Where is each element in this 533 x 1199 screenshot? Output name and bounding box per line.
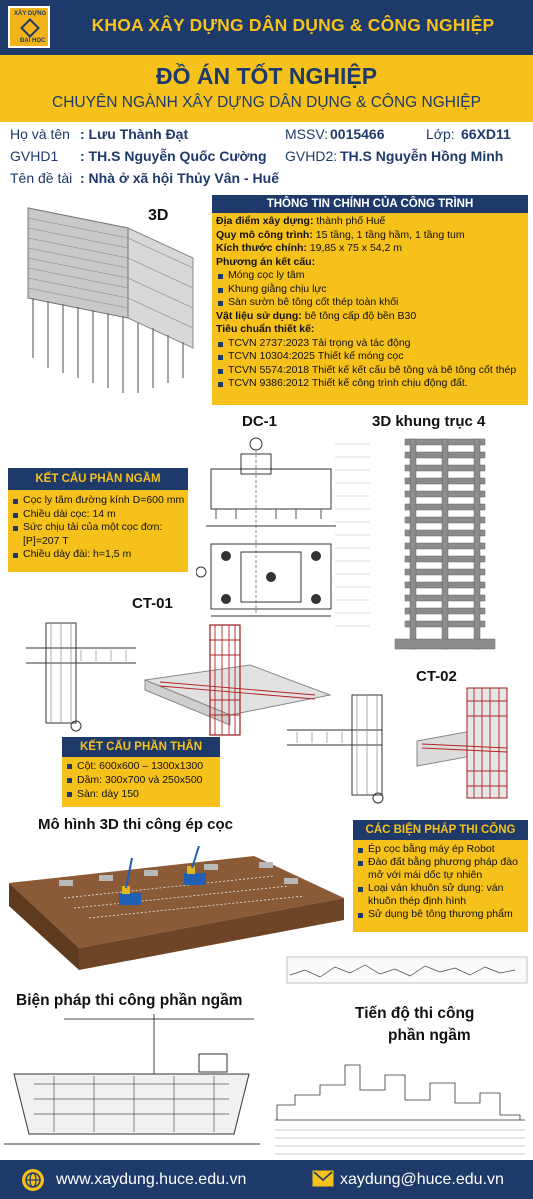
mssv-label: MSSV: bbox=[285, 126, 329, 142]
standard-item: TCVN 5574:2018 Thiết kế kết cấu bê tông … bbox=[216, 364, 524, 378]
topic-label: Tên đề tài bbox=[10, 170, 73, 186]
substructure-item: Cọc ly tâm đường kính D=600 mm bbox=[11, 494, 185, 508]
structure-item: Khung giằng chịu lực bbox=[216, 283, 524, 297]
class-value: 66XD11 bbox=[461, 126, 511, 142]
substructure-item: Sức chịu tải của một cọc đơn: [P]=207 T bbox=[11, 521, 185, 548]
caption-frame: 3D khung trục 4 bbox=[372, 413, 486, 430]
structure-label: Phương án kết cấu: bbox=[216, 255, 316, 268]
standards-label: Tiêu chuẩn thiết kế: bbox=[216, 323, 315, 335]
caption-schedule-line1: Tiến độ thi công bbox=[355, 1005, 475, 1022]
logo-text: XÂY DỰNG bbox=[14, 11, 47, 17]
method-item: Đào đất bằng phương pháp đào mở với mái … bbox=[356, 856, 525, 882]
faculty-title: KHOA XÂY DỰNG DÂN DỤNG & CÔNG NGHIỆP bbox=[91, 15, 495, 35]
caption-ct02: CT-02 bbox=[416, 668, 457, 685]
class-label: Lớp: bbox=[426, 126, 455, 142]
caption-pile-model: Mô hình 3D thi công ép cọc bbox=[38, 816, 233, 833]
main-info-title: THÔNG TIN CHÍNH CỦA CÔNG TRÌNH bbox=[212, 195, 528, 213]
scale-label: Quy mô công trình: bbox=[216, 228, 313, 241]
ct02-3d-drawing bbox=[412, 686, 530, 806]
superstructure-item: Dầm: 300x700 và 250x500 bbox=[65, 773, 217, 787]
gvhd2-value: TH.S Nguyễn Hồng Minh bbox=[340, 148, 504, 164]
project-subtitle: CHUYÊN NGÀNH XÂY DỰNG DÂN DỤNG & CÔNG NG… bbox=[52, 94, 481, 111]
header-bar bbox=[0, 0, 533, 55]
mail-icon bbox=[312, 1170, 334, 1188]
structure-item: Móng cọc ly tâm bbox=[216, 269, 524, 283]
caption-schedule-line2: phần ngầm bbox=[388, 1027, 471, 1044]
size-value: 19,85 x 75 x 54,2 m bbox=[306, 242, 403, 254]
name-label: Họ và tên bbox=[10, 126, 70, 142]
project-title: ĐỒ ÁN TỐT NGHIỆP bbox=[155, 63, 378, 89]
building-3d-image bbox=[8, 198, 208, 403]
caption-ct01: CT-01 bbox=[132, 595, 173, 612]
gvhd2-label: GVHD2: bbox=[285, 148, 338, 164]
topic-value: : Nhà ở xã hội Thủy Vân - Huế bbox=[80, 170, 279, 186]
material-label: Vật liệu sử dụng: bbox=[216, 309, 302, 322]
method-item: Ép cọc bằng máy ép Robot bbox=[356, 843, 525, 856]
globe-icon bbox=[22, 1169, 44, 1191]
gvhd1-value: : TH.S Nguyễn Quốc Cường bbox=[80, 148, 267, 164]
location-label: Địa điểm xây dựng: bbox=[216, 215, 314, 227]
superstructure-box: Cột: 600x600 – 1300x1300 Dầm: 300x700 và… bbox=[62, 757, 220, 807]
main-info-box: Địa điểm xây dựng: thành phố Huế Quy mô … bbox=[212, 213, 528, 405]
gvhd1-label: GVHD1 bbox=[10, 148, 59, 164]
name-value: : Lưu Thành Đạt bbox=[80, 126, 189, 142]
size-label: Kích thước chính: bbox=[216, 242, 307, 254]
pile-driving-3d-image bbox=[4, 838, 349, 978]
schedule-histogram bbox=[265, 1045, 531, 1158]
standard-item: TCVN 10304:2025 Thiết kế móng cọc bbox=[216, 350, 524, 364]
methods-box: Ép cọc bằng máy ép Robot Đào đất bằng ph… bbox=[353, 840, 528, 932]
footer-website[interactable]: www.xaydung.huce.edu.vn bbox=[56, 1171, 247, 1188]
caption-sub-method: Biện pháp thi công phần ngầm bbox=[16, 992, 243, 1009]
superstructure-item: Cột: 600x600 – 1300x1300 bbox=[65, 759, 217, 773]
caption-dc1: DC-1 bbox=[242, 413, 278, 430]
dc1-drawing bbox=[195, 434, 356, 624]
superstructure-title: KẾT CẤU PHẦN THÂN bbox=[62, 737, 220, 757]
footer-email[interactable]: xaydung@huce.edu.vn bbox=[340, 1171, 504, 1188]
method-item: Sử dụng bê tông thương phẩm bbox=[356, 908, 525, 921]
structure-item: Sàn sườn bê tông cốt thép toàn khối bbox=[216, 296, 524, 310]
superstructure-item: Sàn: dày 150 bbox=[65, 787, 217, 801]
standard-item: TCVN 2737:2023 Tải trọng và tác động bbox=[216, 337, 524, 351]
scale-value: 15 tầng, 1 tầng hầm, 1 tầng tum bbox=[312, 228, 465, 241]
title-band bbox=[0, 55, 533, 122]
logo-sub: ĐẠI HỌC bbox=[20, 38, 46, 44]
ct01-3d-drawing bbox=[140, 620, 340, 740]
substructure-method-drawing bbox=[4, 1014, 260, 1156]
frame-axis4-image bbox=[330, 434, 530, 664]
mssv-value: 0015466 bbox=[330, 126, 385, 142]
substructure-title: KẾT CẤU PHẦN NGẦM bbox=[8, 468, 188, 490]
methods-title: CÁC BIỆN PHÁP THI CÔNG bbox=[353, 820, 528, 840]
standard-item: TCVN 9386:2012 Thiết kế công trình chịu … bbox=[216, 377, 524, 391]
material-value: bê tông cấp độ bền B30 bbox=[301, 309, 417, 322]
footer-bar bbox=[0, 1160, 533, 1199]
substructure-box: Cọc ly tâm đường kính D=600 mm Chiều dài… bbox=[8, 490, 188, 572]
substructure-item: Chiều dài cọc: 14 m bbox=[11, 508, 185, 522]
substructure-item: Chiều dày đài: h=1,5 m bbox=[11, 548, 185, 562]
university-logo: XÂY DỰNG ĐẠI HỌC bbox=[8, 6, 50, 48]
schedule-header-strip bbox=[285, 945, 530, 987]
location-value: thành phố Huế bbox=[313, 215, 386, 227]
caption-3d: 3D bbox=[148, 207, 169, 224]
ct01-section-drawing bbox=[6, 618, 156, 733]
ct02-section-drawing bbox=[282, 690, 412, 805]
method-item: Loại ván khuôn sử dụng: ván khuôn thép đ… bbox=[356, 882, 525, 908]
